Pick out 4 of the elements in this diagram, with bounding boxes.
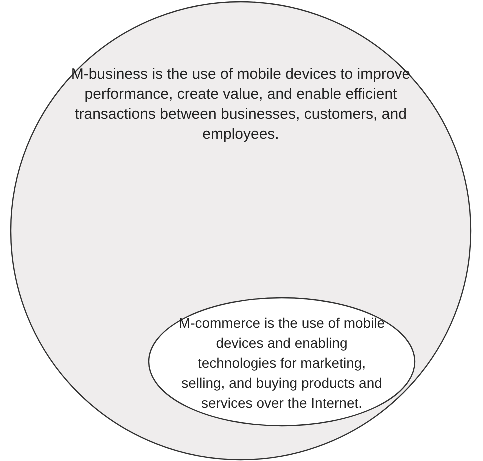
description-text: M-business is the use of mobile devices to improve performance, create value, and enable efficient transactions between businesses, customers, and employees. (70, 65, 412, 145)
description-text: M-commerce is the use of mobile devices and enabling technologies for marketing, selling, and buying products and services over the Internet. (178, 314, 386, 413)
inner-ellipse (148, 297, 416, 427)
outer-circle (10, 1, 472, 461)
